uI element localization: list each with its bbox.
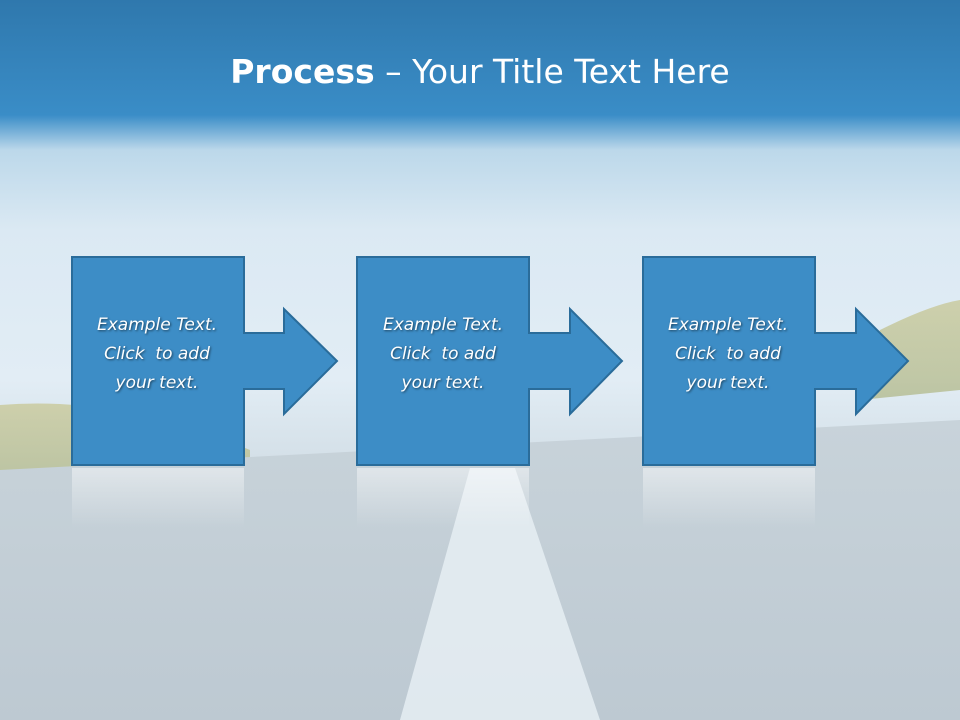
step-2-reflection	[357, 468, 529, 528]
step-2-line3: your text.	[401, 373, 485, 393]
step-2-arrow[interactable]	[528, 306, 624, 417]
step-1-line2: Click to add	[104, 344, 210, 364]
step-2-box[interactable]	[356, 256, 530, 466]
step-2-seam	[525, 334, 531, 388]
step-3-reflection	[643, 468, 815, 528]
step-3-line3: your text.	[686, 373, 770, 393]
step-3-text[interactable]: Example Text. Click to add your text.	[643, 311, 813, 398]
road-center-line	[400, 468, 600, 720]
step-1-text[interactable]: Example Text. Click to add your text.	[72, 311, 242, 398]
slide-title[interactable]: Process – Your Title Text Here	[0, 52, 960, 91]
step-2-line2: Click to add	[390, 344, 496, 364]
step-1-line3: your text.	[115, 373, 199, 393]
title-rest: – Your Title Text Here	[374, 52, 730, 91]
title-bold: Process	[230, 52, 375, 91]
step-1-box[interactable]	[71, 256, 245, 466]
step-3-box[interactable]	[642, 256, 816, 466]
step-1-seam	[240, 334, 246, 388]
step-3-seam	[811, 334, 817, 388]
step-3-arrow[interactable]	[814, 306, 910, 417]
step-1-arrow[interactable]	[243, 306, 339, 417]
step-2-text[interactable]: Example Text. Click to add your text.	[358, 311, 528, 398]
step-3-line1: Example Text.	[667, 315, 789, 335]
step-1-reflection	[72, 468, 244, 528]
step-1-line1: Example Text.	[96, 315, 218, 335]
step-2-line1: Example Text.	[382, 315, 504, 335]
step-3-line2: Click to add	[675, 344, 781, 364]
